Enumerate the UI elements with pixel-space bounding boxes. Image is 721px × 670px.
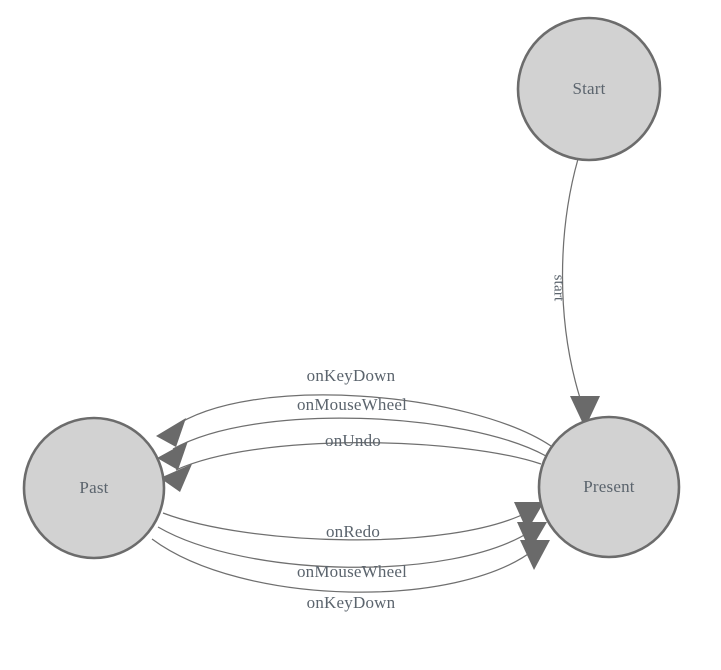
node-past-circle	[22, 416, 166, 560]
edge-past-to-present-onkeydown-path	[151, 538, 536, 593]
node-present[interactable]: Present	[537, 415, 681, 559]
node-start[interactable]: Start	[516, 16, 662, 162]
edge-present-to-past-onmousewheel[interactable]: onMouseWheel	[157, 395, 547, 470]
edge-past-to-present-onredo-arrowhead	[514, 502, 544, 531]
edge-past-to-present-onredo[interactable]: onRedo	[162, 502, 544, 541]
edge-label-start: start	[551, 275, 567, 302]
edge-start-to-present-arrowhead	[570, 396, 600, 428]
edge-past-to-present-onredo-path	[162, 511, 529, 541]
edge-label-past-present-onkeydown: onKeyDown	[307, 593, 396, 612]
edge-present-to-past-onundo[interactable]: onUndo	[160, 431, 542, 492]
edge-present-to-past-onkeydown-arrowhead	[156, 418, 186, 447]
edge-present-to-past-onundo-arrowhead	[160, 464, 192, 492]
edge-label-past-present-onmousewheel: onMouseWheel	[297, 562, 407, 581]
edge-label-present-past-onmousewheel: onMouseWheel	[297, 395, 407, 414]
edge-present-to-past-onmousewheel-path	[172, 417, 547, 457]
edge-past-to-present-onmousewheel-arrowhead	[517, 522, 547, 551]
edge-label-past-present-onredo: onRedo	[326, 522, 380, 541]
edge-present-to-past-onkeydown[interactable]: onKeyDown	[156, 366, 552, 447]
edge-label-present-past-onkeydown: onKeyDown	[307, 366, 396, 385]
edge-present-to-past-onmousewheel-arrowhead	[157, 441, 188, 470]
edge-present-to-past-onkeydown-path	[171, 394, 552, 447]
edge-label-present-past-onundo: onUndo	[325, 431, 381, 450]
edge-past-to-present-onmousewheel-path	[157, 526, 532, 568]
node-past[interactable]: Past	[22, 416, 166, 560]
node-start-label: Start	[572, 79, 605, 98]
edge-start-to-present[interactable]: start	[551, 158, 600, 428]
edge-present-to-past-onundo-path	[175, 442, 542, 471]
edge-past-to-present-onmousewheel[interactable]: onMouseWheel	[157, 522, 547, 581]
edge-start-to-present-path	[561, 158, 581, 399]
node-start-circle	[516, 16, 662, 162]
node-past-label: Past	[79, 478, 108, 497]
node-present-label: Present	[583, 477, 635, 496]
edge-past-to-present-onkeydown-arrowhead	[520, 540, 550, 570]
edge-past-to-present-onkeydown[interactable]: onKeyDown	[151, 538, 550, 612]
node-present-circle	[537, 415, 681, 559]
